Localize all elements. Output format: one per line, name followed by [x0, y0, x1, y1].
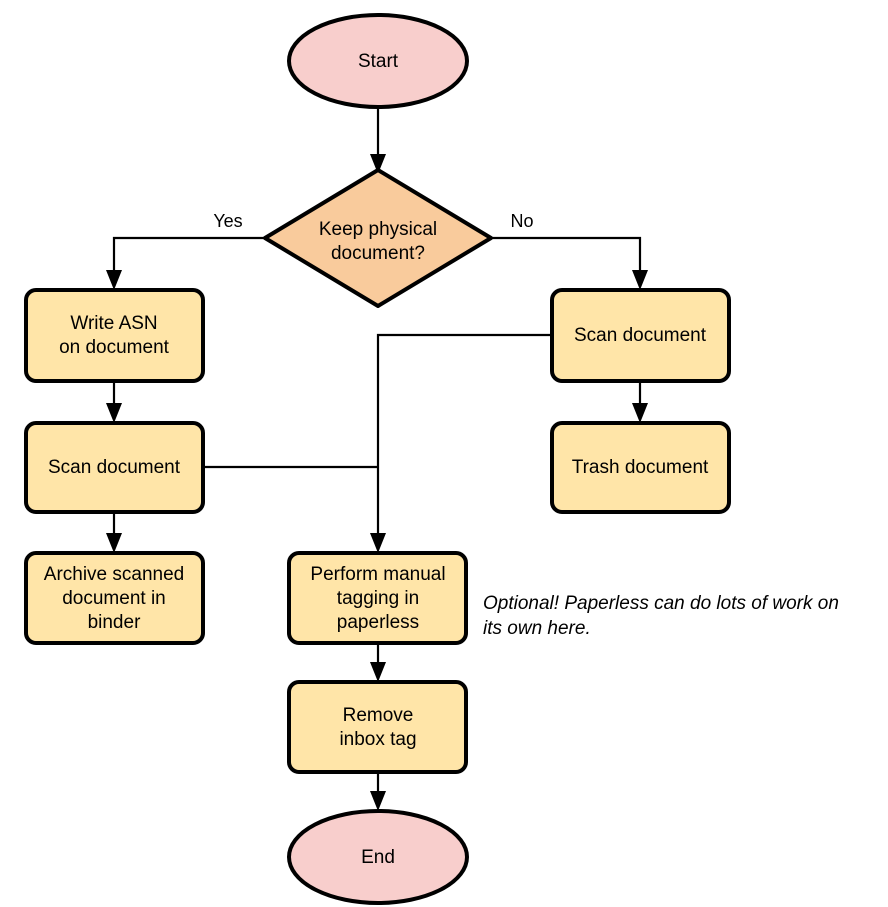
edge-decision-no-to-scan-right — [492, 236, 648, 290]
node-remove-inbox-label-line2: inbox tag — [339, 729, 416, 750]
node-trash-document-label: Trash document — [572, 457, 709, 478]
node-trash-document[interactable]: Trash document — [550, 421, 731, 514]
node-end-label: End — [361, 847, 395, 868]
node-write-asn-label-line2: on document — [59, 337, 170, 358]
edge-decision-yes-to-write-asn — [106, 236, 264, 290]
edge-scan-right-to-manual-tagging — [376, 333, 552, 542]
edge-label-no: No — [510, 211, 533, 231]
annotation-optional-note-line2: its own here. — [483, 618, 591, 639]
edge-manual-tagging-to-remove-inbox — [370, 643, 386, 682]
node-archive-label-line1: Archive scanned — [44, 564, 184, 585]
annotation-optional-note: Optional! Paperless can do lots of work … — [483, 593, 839, 639]
node-scan-document-left-label: Scan document — [48, 457, 181, 478]
node-decision-label-line1: Keep physical — [319, 219, 437, 240]
edge-remove-inbox-to-end — [370, 772, 386, 811]
node-manual-tagging-label-line3: paperless — [337, 612, 419, 633]
node-end[interactable]: End — [287, 809, 469, 905]
node-write-asn-on-document[interactable]: Write ASN on document — [24, 288, 205, 383]
node-start-label: Start — [358, 51, 399, 72]
node-archive-label-line2: document in — [62, 588, 166, 609]
node-scan-document-left[interactable]: Scan document — [24, 421, 205, 514]
edge-write-asn-to-scan-left — [106, 381, 122, 423]
node-decision-keep-physical-document[interactable]: Keep physical document? — [263, 168, 493, 308]
node-archive-scanned-document-in-binder[interactable]: Archive scanned document in binder — [24, 551, 205, 645]
node-manual-tagging-label-line1: Perform manual — [310, 564, 445, 585]
edge-scan-left-to-archive — [106, 512, 122, 553]
edge-start-to-decision — [370, 108, 386, 174]
annotation-optional-note-line1: Optional! Paperless can do lots of work … — [483, 593, 839, 614]
node-remove-inbox-label-line1: Remove — [343, 705, 414, 726]
edge-label-yes: Yes — [213, 211, 242, 231]
edge-scan-left-to-manual-tagging — [203, 465, 386, 553]
node-manual-tagging-label-line2: tagging in — [337, 588, 419, 609]
node-decision-label-line2: document? — [331, 243, 425, 264]
node-start[interactable]: Start — [287, 13, 469, 109]
node-archive-label-line3: binder — [88, 612, 141, 633]
node-scan-document-right[interactable]: Scan document — [550, 288, 731, 383]
edge-scan-right-to-trash — [632, 381, 648, 423]
node-perform-manual-tagging[interactable]: Perform manual tagging in paperless — [287, 551, 468, 645]
node-write-asn-label-line1: Write ASN — [70, 313, 157, 334]
node-remove-inbox-tag[interactable]: Remove inbox tag — [287, 680, 468, 774]
node-scan-document-right-label: Scan document — [574, 325, 707, 346]
